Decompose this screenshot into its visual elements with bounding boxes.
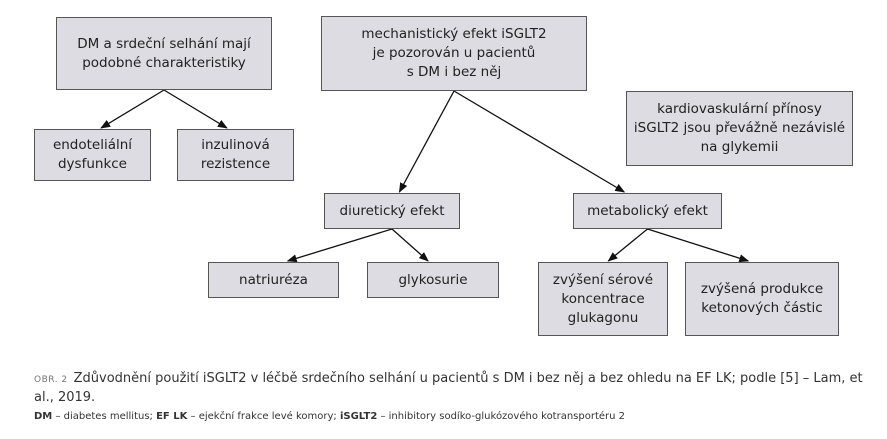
- abbr-definition: – diabetes mellitus;: [52, 411, 157, 422]
- arrow-dm_hf-to-endothelial: [100, 89, 165, 129]
- node-metabolic-effect: metabolický efekt: [573, 193, 722, 229]
- arrow-dm_hf-to-insulin: [163, 89, 228, 129]
- arrow-metabolic-to-glucagon: [607, 228, 648, 262]
- node-ketone-production: zvýšená produkce ketonových částic: [685, 262, 839, 336]
- node-natriuresis: natriuréza: [208, 262, 339, 298]
- abbr-definition: – inhibitory sodíko-glukózového kotransp…: [377, 411, 626, 422]
- node-glucagon-increase: zvýšení sérové koncentrace glukagonu: [538, 262, 668, 336]
- node-mechanistic-effect: mechanistický efekt iSGLT2 je pozorován …: [321, 16, 587, 91]
- figure-caption-text: Zdůvodnění použití iSGLT2 v léčbě srdečn…: [34, 371, 863, 405]
- abbr-term: DM: [34, 411, 53, 422]
- node-endothelial-dysfunction: endoteliální dysfunkce: [34, 129, 151, 181]
- node-insulin-resistance: inzulinová rezistence: [177, 129, 294, 181]
- abbreviation-legend: DM – diabetes mellitus; EF LK – ejekční …: [34, 410, 874, 424]
- abbr-term: iSGLT2: [339, 411, 378, 422]
- arrow-metabolic-to-ketone: [647, 228, 750, 263]
- node-glycosuria: glykosurie: [367, 262, 499, 298]
- node-dm-heart-failure: DM a srdeční selhání mají podobné charak…: [56, 17, 272, 90]
- node-cardiovascular-benefits: kardiovaskulární přínosy iSGLT2 jsou pře…: [626, 91, 853, 166]
- node-diuretic-effect: diuretický efekt: [324, 193, 460, 229]
- abbr-term: EF LK: [156, 411, 188, 422]
- arrow-mechanistic-to-diuretic: [398, 90, 455, 193]
- arrow-mechanistic-to-metabolic: [453, 90, 626, 193]
- arrow-diuretic-to-natriuresis: [286, 228, 393, 263]
- abbr-definition: – ejekční frakce levé komory;: [187, 411, 340, 422]
- figure-label: OBR. 2: [34, 375, 68, 385]
- arrow-diuretic-to-glycosuria: [391, 228, 429, 262]
